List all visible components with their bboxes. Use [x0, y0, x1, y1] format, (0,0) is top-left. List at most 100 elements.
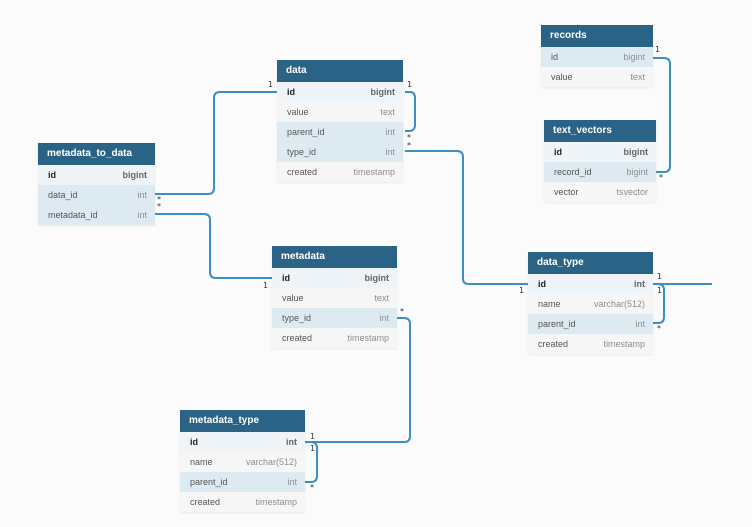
table-title[interactable]: text_vectors — [544, 120, 656, 142]
column-type: bigint — [364, 273, 390, 283]
column-type: int — [634, 279, 645, 289]
rel-data-datatype — [405, 150, 528, 285]
table-title[interactable]: metadata_type — [180, 410, 305, 432]
column-name: parent_id — [287, 127, 325, 137]
column-row[interactable]: value text — [277, 102, 403, 122]
column-row[interactable]: parent_id int — [528, 314, 653, 334]
column-row[interactable]: record_id bigint — [544, 162, 656, 182]
column-row[interactable]: name varchar(512) — [528, 294, 653, 314]
table-metadata-type[interactable]: metadata_type id int name varchar(512) p… — [180, 410, 305, 512]
column-name: created — [282, 333, 313, 343]
column-name: created — [287, 167, 318, 177]
cardinality-label: 1 — [657, 272, 663, 281]
column-type: int — [379, 313, 389, 323]
column-type: bigint — [122, 170, 148, 180]
column-type: int — [635, 319, 645, 329]
column-name: id — [538, 279, 546, 289]
column-type: text — [380, 107, 395, 117]
cardinality-label: 1 — [268, 80, 274, 89]
column-name: type_id — [287, 147, 317, 157]
column-row[interactable]: vector tsvector — [544, 182, 656, 202]
table-text-vectors[interactable]: text_vectors id bigint record_id bigint … — [544, 120, 656, 202]
cardinality-label: 1 — [310, 444, 316, 453]
cardinality-label: 1 — [657, 286, 663, 295]
rel-data-self-parent — [405, 91, 416, 132]
column-row[interactable]: parent_id int — [277, 122, 403, 142]
column-type: int — [286, 437, 297, 447]
cardinality-label: * — [157, 195, 161, 204]
column-row[interactable]: created timestamp — [528, 334, 653, 354]
cardinality-label: * — [310, 483, 314, 492]
column-name: value — [282, 293, 304, 303]
cardinality-label: * — [407, 133, 411, 142]
cardinality-label: * — [407, 141, 411, 150]
column-type: int — [385, 147, 395, 157]
column-name: id — [554, 147, 562, 157]
column-name: id — [282, 273, 290, 283]
table-title[interactable]: data — [277, 60, 403, 82]
table-title[interactable]: metadata_to_data — [38, 143, 155, 165]
column-row[interactable]: data_id int — [38, 185, 155, 205]
column-row[interactable]: type_id int — [272, 308, 397, 328]
rel-mtd-metadata — [155, 213, 272, 279]
table-data[interactable]: data id bigint value text parent_id int … — [277, 60, 403, 182]
column-row[interactable]: name varchar(512) — [180, 452, 305, 472]
cardinality-label: 1 — [407, 80, 413, 89]
column-name: parent_id — [190, 477, 228, 487]
column-row[interactable]: created timestamp — [272, 328, 397, 348]
column-row[interactable]: id bigint — [38, 165, 155, 185]
column-name: data_id — [48, 190, 78, 200]
column-name: record_id — [554, 167, 592, 177]
table-title[interactable]: records — [541, 25, 653, 47]
column-name: created — [538, 339, 569, 349]
column-name: created — [190, 497, 221, 507]
column-row[interactable]: id bigint — [541, 47, 653, 67]
column-name: id — [190, 437, 198, 447]
column-row[interactable]: id bigint — [277, 82, 403, 102]
cardinality-label: 1 — [519, 286, 525, 295]
column-type: text — [630, 72, 645, 82]
cardinality-label: 1 — [263, 281, 269, 290]
column-name: type_id — [282, 313, 312, 323]
column-type: bigint — [623, 52, 645, 62]
column-row[interactable]: value text — [541, 67, 653, 87]
column-name: id — [551, 52, 559, 62]
rel-mtd-data — [155, 91, 277, 195]
table-data-type[interactable]: data_type id int name varchar(512) paren… — [528, 252, 653, 354]
column-row[interactable]: created timestamp — [180, 492, 305, 512]
cardinality-label: * — [157, 202, 161, 211]
column-row[interactable]: type_id int — [277, 142, 403, 162]
column-type: bigint — [623, 147, 649, 157]
column-type: timestamp — [353, 167, 395, 177]
column-type: varchar(512) — [245, 457, 297, 467]
column-row[interactable]: id bigint — [272, 268, 397, 288]
column-row[interactable]: id int — [528, 274, 653, 294]
table-title[interactable]: metadata — [272, 246, 397, 268]
cardinality-label: * — [657, 324, 661, 333]
column-type: int — [137, 210, 147, 220]
column-type: tsvector — [616, 187, 648, 197]
column-type: bigint — [370, 87, 396, 97]
table-metadata-to-data[interactable]: metadata_to_data id bigint data_id int m… — [38, 143, 155, 225]
column-type: bigint — [626, 167, 648, 177]
column-row[interactable]: parent_id int — [180, 472, 305, 492]
column-name: id — [287, 87, 295, 97]
table-records[interactable]: records id bigint value text — [541, 25, 653, 87]
column-row[interactable]: id bigint — [544, 142, 656, 162]
column-type: varchar(512) — [593, 299, 645, 309]
column-type: int — [287, 477, 297, 487]
column-name: name — [190, 457, 213, 467]
column-row[interactable]: metadata_id int — [38, 205, 155, 225]
cardinality-label: * — [659, 173, 663, 182]
column-row[interactable]: id int — [180, 432, 305, 452]
column-name: id — [48, 170, 56, 180]
table-metadata[interactable]: metadata id bigint value text type_id in… — [272, 246, 397, 348]
column-row[interactable]: created timestamp — [277, 162, 403, 182]
column-type: int — [385, 127, 395, 137]
cardinality-label: 1 — [310, 432, 316, 441]
table-title[interactable]: data_type — [528, 252, 653, 274]
cardinality-label: * — [400, 307, 404, 316]
column-row[interactable]: value text — [272, 288, 397, 308]
cardinality-label: 1 — [655, 45, 661, 54]
